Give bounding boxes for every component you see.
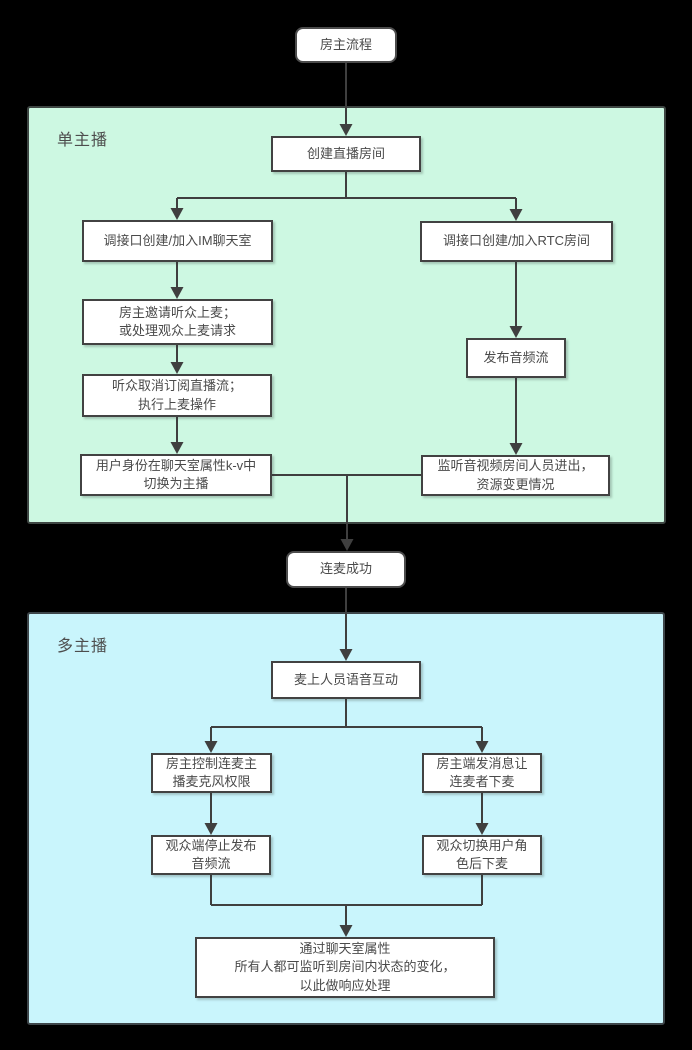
region-single-host-label: 单主播 <box>57 132 109 149</box>
node-publish-audio: 发布音频流 <box>466 338 566 378</box>
region-multi-host-label: 多主播 <box>57 638 109 655</box>
node-voice-interaction: 麦上人员语音互动 <box>271 661 421 699</box>
node-join-rtc-room: 调接口创建/加入RTC房间 <box>420 221 613 262</box>
node-owner-flow: 房主流程 <box>295 27 397 63</box>
node-switch-role-kv: 用户身份在聊天室属性k-v中 切换为主播 <box>80 454 272 496</box>
node-send-message-step-down: 房主端发消息让 连麦者下麦 <box>422 753 542 793</box>
node-create-room: 创建直播房间 <box>271 136 421 172</box>
node-monitor-room: 监听音视频房间人员进出， 资源变更情况 <box>421 455 610 496</box>
node-stop-publish-audio: 观众端停止发布 音频流 <box>151 835 271 875</box>
node-switch-role-step-down: 观众切换用户角 色后下麦 <box>422 835 542 875</box>
node-unsubscribe-stream: 听众取消订阅直播流； 执行上麦操作 <box>82 374 272 417</box>
node-mic-connect-success: 连麦成功 <box>286 551 406 588</box>
node-control-mic-permission: 房主控制连麦主 播麦克风权限 <box>151 753 272 793</box>
node-invite-listener: 房主邀请听众上麦； 或处理观众上麦请求 <box>82 299 273 345</box>
node-chatroom-attribute-notify: 通过聊天室属性 所有人都可监听到房间内状态的变化， 以此做响应处理 <box>195 937 495 998</box>
node-join-im-chatroom: 调接口创建/加入IM聊天室 <box>82 220 273 262</box>
